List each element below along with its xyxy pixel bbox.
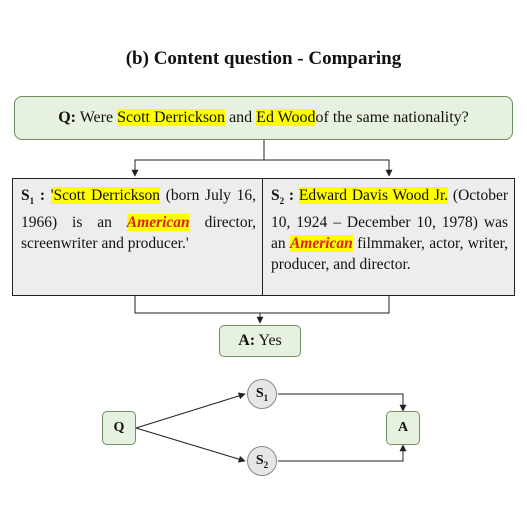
s2-text-a: (October 10, 1924 – December 10, 1978) w… (271, 187, 509, 253)
question-text-3: of the same nationality? (315, 109, 469, 126)
answer-box: A: Yes (219, 325, 301, 357)
s1-text-b: director, screenwriter and producer.' (21, 214, 257, 253)
question-text-1: Were (79, 109, 114, 126)
question-entity-1: Scott Derrickson (117, 109, 226, 126)
supporting-facts-box: S1 : 'Scott Derrickson (born July 16, 19… (12, 178, 515, 296)
question-label: Q: (58, 109, 76, 126)
figure-title: (b) Content question - Comparing (125, 48, 402, 69)
answer-value: Yes (258, 332, 282, 349)
q-to-s2-edge (135, 427, 246, 463)
q-to-s-connector (131, 140, 265, 177)
s1-to-a-edge (278, 393, 407, 412)
answer-label: A: (238, 332, 256, 349)
s2-text-b: filmmaker, actor, writer, producer, and … (271, 235, 509, 274)
s1-highlight: American (126, 214, 190, 232)
q-to-s1-edge (135, 392, 246, 429)
s2-entity: Edward Davis Wood Jr. (298, 187, 449, 204)
s2-highlight: American (289, 235, 353, 253)
graph-node-a: A (386, 411, 420, 445)
s-to-a-connector (134, 296, 390, 314)
s1-label: S1 : (21, 187, 46, 207)
question-box: Q: Were Scott Derrickson and Ed Woodof t… (14, 96, 513, 140)
s2-label: S2 : (271, 187, 295, 207)
graph-node-q: Q (102, 411, 136, 445)
graph-node-s1: S1 (247, 379, 277, 409)
question-entity-2: Ed Wood (256, 109, 316, 126)
s1-cell: S1 : 'Scott Derrickson (born July 16, 19… (13, 179, 263, 295)
s1-text-a: (born July 16, 1966) is an (21, 187, 256, 232)
q-to-s2-connector (264, 159, 393, 177)
question-text-2: and (229, 109, 253, 126)
s2-cell: S2 : Edward Davis Wood Jr. (October 10, … (263, 179, 514, 295)
s1-entity: 'Scott Derrickson (50, 187, 161, 204)
graph-node-s2: S2 (247, 446, 277, 476)
s2-to-a-edge (278, 444, 407, 462)
